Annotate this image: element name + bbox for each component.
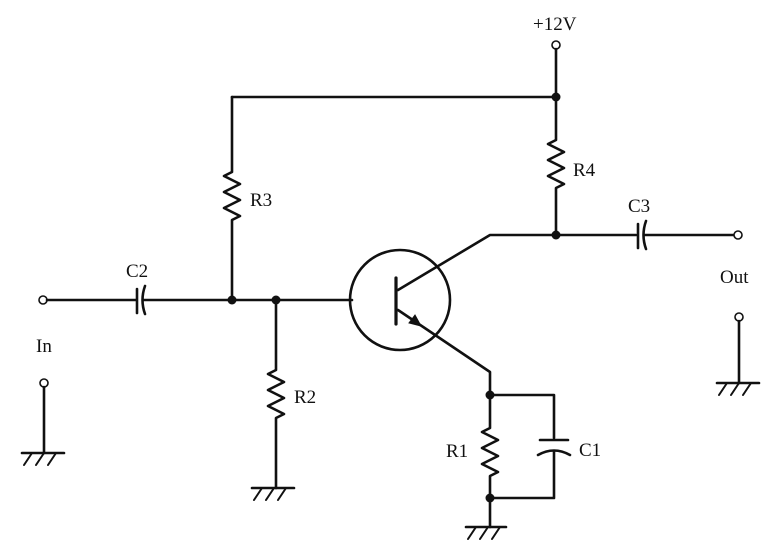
output-label: Out bbox=[720, 267, 749, 288]
c1-label: C1 bbox=[579, 440, 601, 461]
capacitor-c3 bbox=[636, 219, 648, 251]
resistor-r1 bbox=[480, 393, 500, 500]
resistor-r4 bbox=[546, 95, 566, 237]
transistor-envelope bbox=[348, 248, 452, 352]
resistor-r2 bbox=[266, 298, 286, 490]
emitter-arrow-icon bbox=[408, 314, 422, 327]
input-network bbox=[38, 284, 354, 316]
resistor-r3 bbox=[222, 95, 242, 302]
ground-symbol-emitter bbox=[464, 525, 508, 540]
transistor-collector-lead bbox=[396, 233, 558, 292]
supply-rail bbox=[230, 40, 561, 102]
base-junction-r3 bbox=[227, 295, 237, 305]
input-label: In bbox=[36, 336, 52, 357]
r2-label: R2 bbox=[294, 387, 316, 408]
r1-label: R1 bbox=[446, 441, 468, 462]
c3-label: C3 bbox=[628, 196, 650, 217]
r3-label: R3 bbox=[250, 190, 272, 211]
r4-label: R4 bbox=[573, 160, 596, 181]
c2-label: C2 bbox=[126, 261, 148, 282]
output-terminal bbox=[733, 230, 743, 240]
transistor-emitter-lead bbox=[396, 308, 492, 397]
input-ground bbox=[20, 378, 66, 466]
ground-symbol-r2 bbox=[250, 486, 296, 501]
emitter-network bbox=[480, 390, 572, 529]
output-network bbox=[551, 219, 743, 251]
supply-label: +12V bbox=[533, 14, 577, 35]
output-ground bbox=[715, 312, 761, 396]
transistor-npn bbox=[348, 233, 558, 397]
